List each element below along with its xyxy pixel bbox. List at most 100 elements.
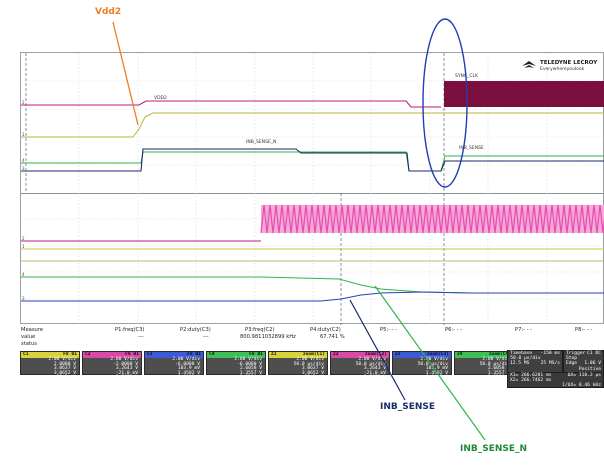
channel-value-line: 3.0637 V <box>301 366 324 371</box>
channel-value-line: 21.5 mV <box>304 375 324 380</box>
trace-yellow <box>21 112 604 138</box>
timebase-samples: 12.5 MS 25 MS/s <box>508 361 562 366</box>
measure-col-p5[interactable]: P5:- - - <box>380 327 398 333</box>
channel-value-line: 2.0000 V <box>53 361 76 367</box>
timebase-header: Timebase -150 ms <box>508 351 562 356</box>
cursor-x2: X2= 266.7462 ms <box>510 378 552 384</box>
channel-value-line: -1.2500 V <box>237 375 262 380</box>
channel-value-line: -1.2500 V <box>485 375 510 380</box>
channel-value-line: 2.00 V/div <box>110 357 138 362</box>
channel-value-line: -21.0 mV <box>115 370 138 376</box>
trigger-mode-row: Stop 1.06 V <box>564 356 603 366</box>
channel-source: F8 B1 <box>125 352 139 357</box>
cursor-x1: X1= 266.6281 ms <box>510 373 552 378</box>
trigger-header: Trigger C1 DC <box>564 351 603 356</box>
channel-value-line: 3.0652 V <box>301 370 324 376</box>
channel-value-line: 2.00 V/div <box>482 357 510 362</box>
trace-label-inb-sense-n: INB_SENSE_N <box>246 139 276 145</box>
cursor-freq: 1/ΔX= 8.46 kHz <box>562 383 601 389</box>
channel-value-line: 21.5 mV <box>56 375 76 380</box>
trace-label-inb-sense: INB_SENSE <box>459 145 484 151</box>
channel-value-line: 1.3468 V <box>177 375 200 380</box>
channel-value-line: -3.2852 V <box>361 375 386 380</box>
measure-col-p2[interactable]: P2:duty(C3) <box>180 327 211 333</box>
measure-col-p7[interactable]: P7:- - - <box>515 327 533 333</box>
trace-label-vdd2: VDD2 <box>154 95 167 101</box>
channel-tag: Z4 <box>457 352 463 357</box>
channel-value-line: 1.3468 V <box>425 375 448 380</box>
measure-value-p1: --- <box>138 334 144 340</box>
measure-status-row: status <box>20 341 604 348</box>
trigger-coupling: C1 DC <box>587 351 601 356</box>
logo-tagline: Everywhereyoulook <box>540 67 585 72</box>
inb-sense-n-callout: INB_SENSE_N <box>460 444 528 454</box>
svg-text:3: 3 <box>22 296 25 301</box>
channel-tag: Z3 <box>395 352 401 357</box>
measure-col-p3[interactable]: P3:freq(C2) <box>245 327 275 333</box>
channel-tag: Z2 <box>333 352 339 357</box>
channel-value-line: -6.0000 V <box>237 361 262 367</box>
channel-value-line: -3.2852 V <box>113 375 138 380</box>
measure-value-p4: 67.741 % <box>320 334 345 340</box>
zoom-trace-inb-sense <box>21 291 604 302</box>
channel-chip-header: C2 F8 B1 <box>83 352 141 358</box>
cursor-row-1: X1= 266.6281 ms ΔX= 118.2 µs <box>508 373 603 378</box>
measure-col-p8[interactable]: P8:- - - <box>575 327 593 333</box>
grid-lines <box>21 53 604 193</box>
trigger-type-row: Edge Positive <box>564 361 603 371</box>
svg-text:2: 2 <box>22 236 25 241</box>
logo-title: TELEDYNE LECROY <box>540 60 598 66</box>
channel-value-line: -2.0000 V <box>113 361 138 367</box>
channel-value-line: 3.2643 V <box>115 366 138 371</box>
channel-value-line: 2.6058 V <box>487 366 510 371</box>
svg-text:4: 4 <box>22 158 25 163</box>
channel-tag: C2 <box>85 352 91 357</box>
burst-waveform <box>260 204 604 234</box>
trigger-label: Trigger <box>566 351 586 356</box>
timebase-label: Timebase <box>510 351 533 356</box>
svg-text:1: 1 <box>22 132 25 137</box>
measure-col-p4[interactable]: P4:duty(C2) <box>310 327 341 333</box>
channel-tag: C3 <box>147 352 153 357</box>
channel-value-line: 2.00 V/div <box>234 357 262 362</box>
measure-col-p6[interactable]: P6:- - - <box>445 327 463 333</box>
channel-value-line: 2.00 V/div <box>296 357 324 362</box>
trigger-type: Edge <box>566 361 578 367</box>
trigger-slope: Positive <box>578 366 601 372</box>
measure-label: Measure <box>21 327 44 333</box>
value-label: value <box>21 334 36 340</box>
channel-value-line: 1.3557 V <box>487 370 510 376</box>
channel-value-line: 2.00 V/div <box>172 357 200 362</box>
channel-tag: C4 <box>209 352 215 357</box>
cursor-readout: X1= 266.6281 ms ΔX= 118.2 µs X2= 266.746… <box>507 372 604 388</box>
svg-text:2: 2 <box>22 100 25 105</box>
channel-value-line: 1.3557 V <box>239 370 262 376</box>
channel-value-line: 103.9 mV <box>177 366 200 371</box>
channel-value-line: -6.0000 V <box>175 361 200 367</box>
channel-value-line: 1.4502 V <box>177 370 200 376</box>
measure-col-p1[interactable]: P1:freq(C3) <box>115 327 145 333</box>
channel-source: zoom(C4) <box>488 352 511 357</box>
svg-text:4: 4 <box>22 272 25 277</box>
